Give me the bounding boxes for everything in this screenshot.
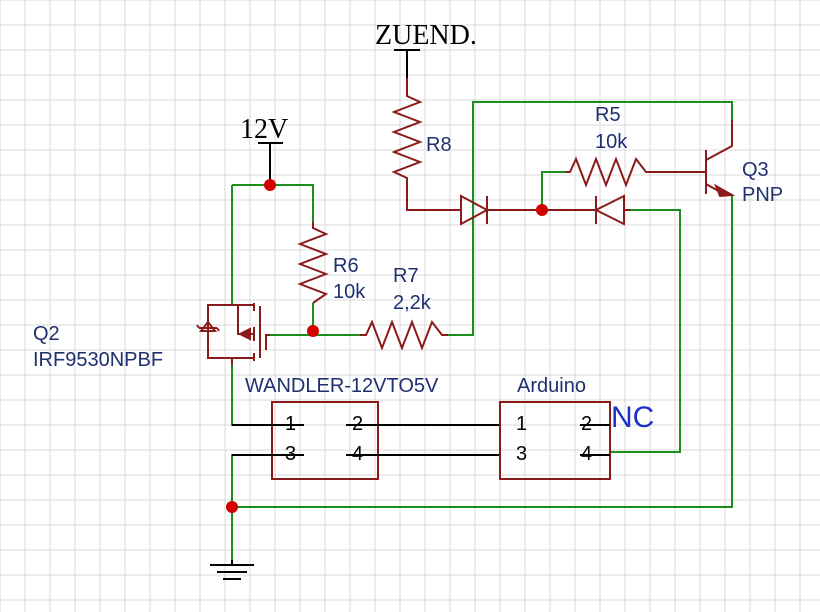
mosfet-q2[interactable]: Q2 IRF9530NPBF: [33, 303, 270, 371]
net-12v-label: 12V: [240, 114, 288, 145]
wandler-module[interactable]: WANDLER-12VTO5V 1 2 3 4: [232, 375, 500, 480]
wandler-pin-2: 2: [352, 413, 363, 435]
resistor-r5[interactable]: R5 10k: [565, 104, 693, 188]
resistor-r7[interactable]: R7 2,2k: [360, 265, 448, 351]
r5-ref-label: R5: [595, 104, 621, 126]
net-12v: 12V: [240, 114, 288, 185]
arduino-name-label: Arduino: [517, 375, 586, 397]
arduino-pin-1: 1: [516, 413, 527, 435]
r6-value-label: 10k: [333, 281, 366, 303]
ground-symbol: [210, 560, 254, 580]
wandler-name-label: WANDLER-12VTO5V: [245, 375, 439, 397]
r7-value-label: 2,2k: [393, 292, 432, 314]
junctions: [226, 179, 548, 513]
q3-ref-label: Q3: [742, 159, 769, 181]
arduino-pin-3: 3: [516, 443, 527, 465]
wandler-pin-3: 3: [285, 443, 296, 465]
resistor-r8[interactable]: R8: [391, 78, 455, 211]
r6-ref-label: R6: [333, 255, 359, 277]
junction-dot: [307, 325, 319, 337]
wandler-pin-1: 1: [285, 413, 296, 435]
q3-type-label: PNP: [742, 184, 783, 206]
r7-ref-label: R7: [393, 265, 419, 287]
r8-ref-label: R8: [426, 134, 452, 156]
q2-ref-label: Q2: [33, 323, 60, 345]
arduino-pin-2: 2: [581, 413, 592, 435]
net-zuend-label: ZUEND.: [375, 20, 477, 51]
net-zuend: ZUEND.: [375, 20, 477, 78]
arduino-pin-4: 4: [581, 443, 592, 465]
diode-d2[interactable]: [542, 194, 630, 226]
diode-d1[interactable]: [455, 194, 542, 226]
junction-dot: [536, 204, 548, 216]
wandler-pin-4: 4: [352, 443, 363, 465]
junction-dot: [264, 179, 276, 191]
arduino-module[interactable]: Arduino 1 2 3 4 NC: [499, 375, 654, 480]
nc-flag: NC: [611, 401, 654, 434]
transistor-q3[interactable]: Q3 PNP: [693, 120, 783, 206]
r5-value-label: 10k: [595, 131, 628, 153]
q2-value-label: IRF9530NPBF: [33, 349, 163, 371]
resistor-r6[interactable]: R6 10k: [297, 222, 366, 304]
junction-dot: [226, 501, 238, 513]
